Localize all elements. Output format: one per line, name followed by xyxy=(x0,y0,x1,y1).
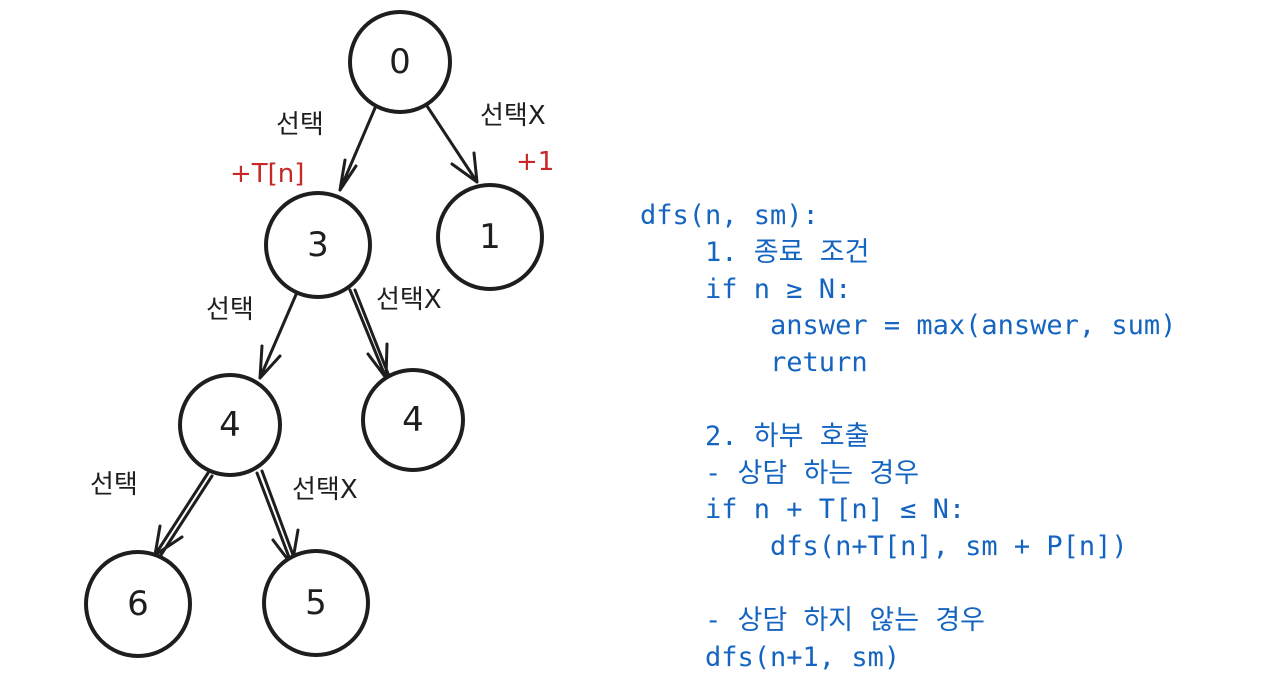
node-value: 4 xyxy=(402,400,424,440)
tree-node-right3: 5 xyxy=(262,549,370,657)
edge-left1-to-right2 xyxy=(348,288,391,380)
edge-left2-to-left3 xyxy=(153,471,214,560)
tree-node-root: 0 xyxy=(348,10,452,114)
node-value: 3 xyxy=(307,225,329,265)
label-root-select: 선택 xyxy=(276,110,324,140)
tree-node-left1: 3 xyxy=(264,191,372,299)
code-line: if n ≥ N: xyxy=(640,273,852,305)
edge-root-to-left1 xyxy=(338,106,377,192)
node-value: 0 xyxy=(389,42,411,82)
label-left2-select: 선택 xyxy=(90,470,138,500)
tree-nodes: 0 3 1 4 4 6 5 xyxy=(84,10,544,658)
edge-left2-to-right3 xyxy=(255,469,300,567)
code-line xyxy=(640,382,1176,419)
edge-left1-to-left2 xyxy=(258,288,300,380)
code-line: 1. 종료 조건 xyxy=(640,236,870,268)
node-value: 1 xyxy=(479,217,501,257)
node-value: 5 xyxy=(305,583,327,623)
code-line: - 상담 하는 경우 xyxy=(640,457,920,489)
code-line: dfs(n+T[n], sm + P[n]) xyxy=(640,531,1128,563)
code-line: - 상담 하지 않는 경우 xyxy=(640,604,986,636)
code-line: answer = max(answer, sum) xyxy=(640,310,1177,342)
code-line: dfs(n+1, sm) xyxy=(640,641,901,673)
edge-root-to-right1 xyxy=(425,104,479,184)
node-value: 4 xyxy=(219,405,241,445)
tree-node-right1: 1 xyxy=(436,183,544,291)
code-line xyxy=(640,566,1176,603)
label-left2-skip: 선택X xyxy=(292,475,358,505)
code-line: dfs(n, sm): xyxy=(640,200,819,231)
node-value: 6 xyxy=(127,584,149,624)
tree-node-left2: 4 xyxy=(178,373,282,477)
code-line: 2. 하부 호출 xyxy=(640,420,870,452)
label-root-skip: 선택X xyxy=(480,101,546,131)
tree-node-right2: 4 xyxy=(361,368,465,472)
code-line: return xyxy=(640,347,868,379)
label-left1-select: 선택 xyxy=(206,295,254,325)
label-skip-increment: +1 xyxy=(516,147,554,177)
tree-node-left3: 6 xyxy=(84,550,192,658)
label-select-increment: +T[n] xyxy=(230,159,304,189)
tree-edges xyxy=(153,104,479,567)
pseudocode-block: dfs(n, sm): 1. 종료 조건 if n ≥ N: answer = … xyxy=(640,198,1176,676)
tree-edge-labels: 선택 선택X +T[n] +1 선택 선택X 선택 선택X xyxy=(90,101,554,505)
label-left1-skip: 선택X xyxy=(376,285,442,315)
code-line: if n + T[n] ≤ N: xyxy=(640,494,966,526)
